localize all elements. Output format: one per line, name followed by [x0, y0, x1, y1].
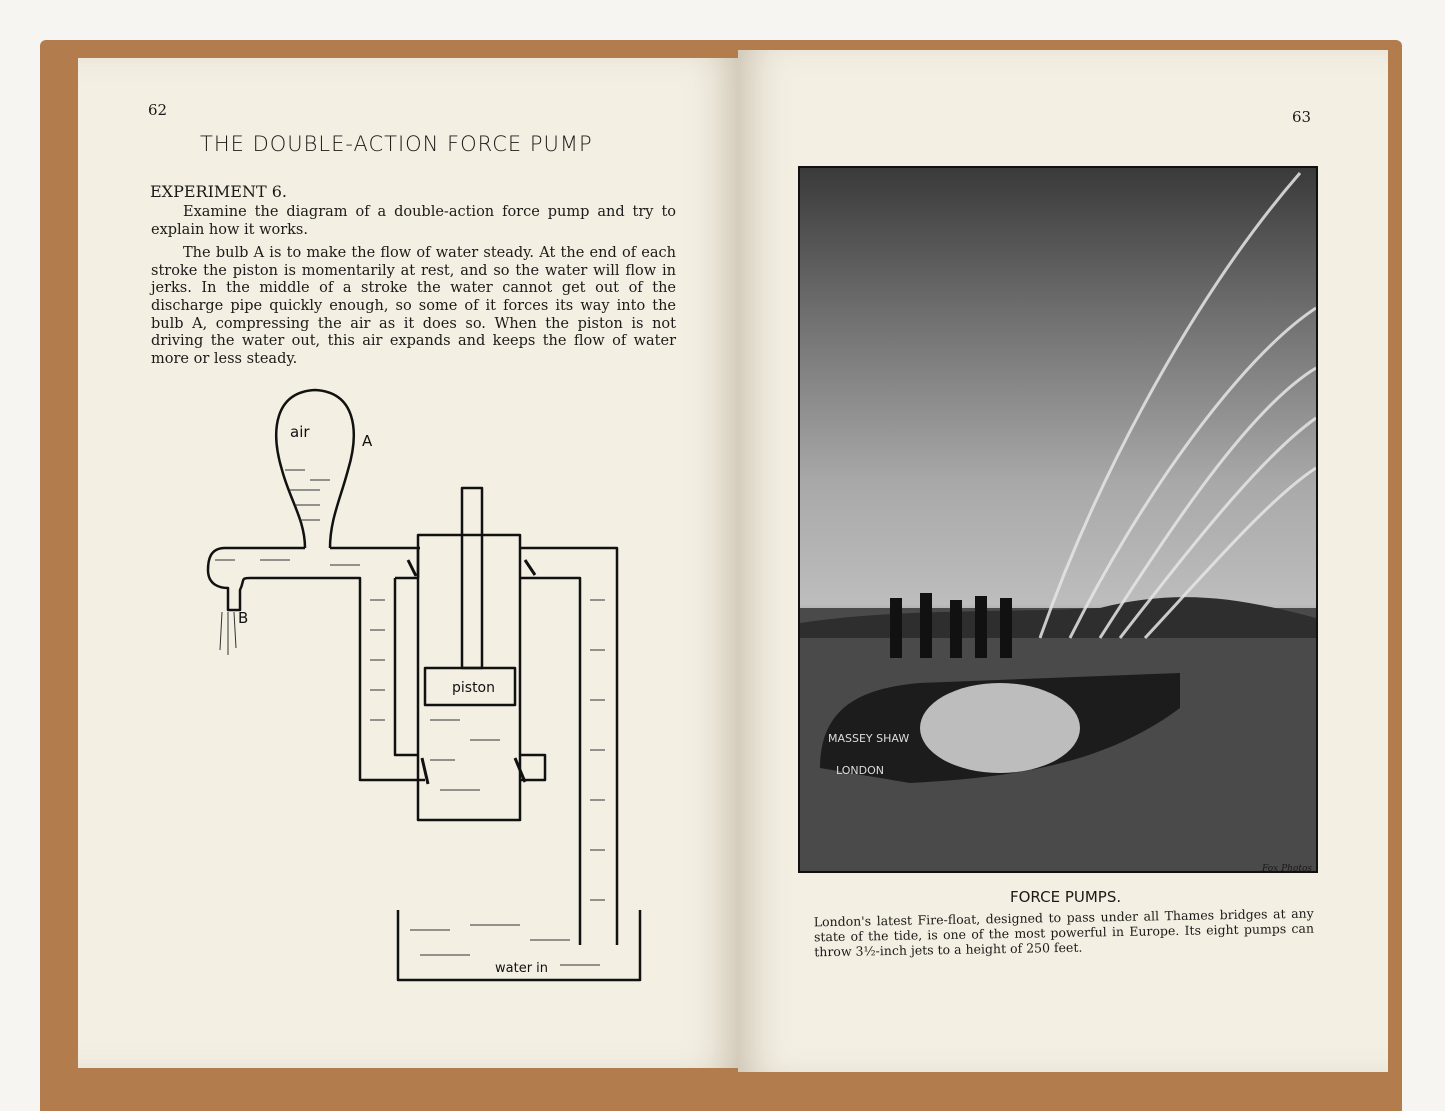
experiment-heading: EXPERIMENT 6.: [150, 182, 287, 201]
label-water-in: water in: [495, 961, 548, 976]
page-title: THE DOUBLE-ACTION FORCE PUMP: [200, 132, 593, 156]
photo-credit: Fox Photos: [1262, 864, 1313, 874]
page-number-left: 62: [148, 101, 168, 119]
photo-caption: London's latest Fire-float, designed to …: [813, 905, 1315, 960]
pump-cylinder: [416, 533, 522, 822]
label-piston: piston: [452, 680, 495, 696]
discharge-pipe: [206, 546, 425, 782]
piston: [423, 666, 517, 707]
body-text: Examine the diagram of a double-action f…: [151, 204, 676, 374]
paragraph: Examine the diagram of a double-action f…: [151, 204, 676, 238]
piston-rod: [460, 486, 484, 670]
suction-pipe: [520, 546, 619, 945]
paragraph: The bulb A is to make the flow of water …: [151, 245, 676, 367]
label-a: A: [362, 432, 373, 450]
photo-illustration: MASSEY SHAW LONDON: [800, 172, 1316, 871]
fire-float-photo: MASSEY SHAW LONDON: [798, 166, 1318, 873]
label-b: B: [238, 609, 248, 627]
label-air: air: [290, 423, 310, 441]
page-number-right: 63: [1292, 108, 1312, 126]
boat-name: MASSEY SHAW: [828, 732, 909, 745]
water-tank: [396, 910, 642, 982]
caption-title: FORCE PUMPS.: [1010, 888, 1122, 906]
air-bulb: [275, 388, 355, 549]
boat-port: LONDON: [836, 764, 884, 777]
